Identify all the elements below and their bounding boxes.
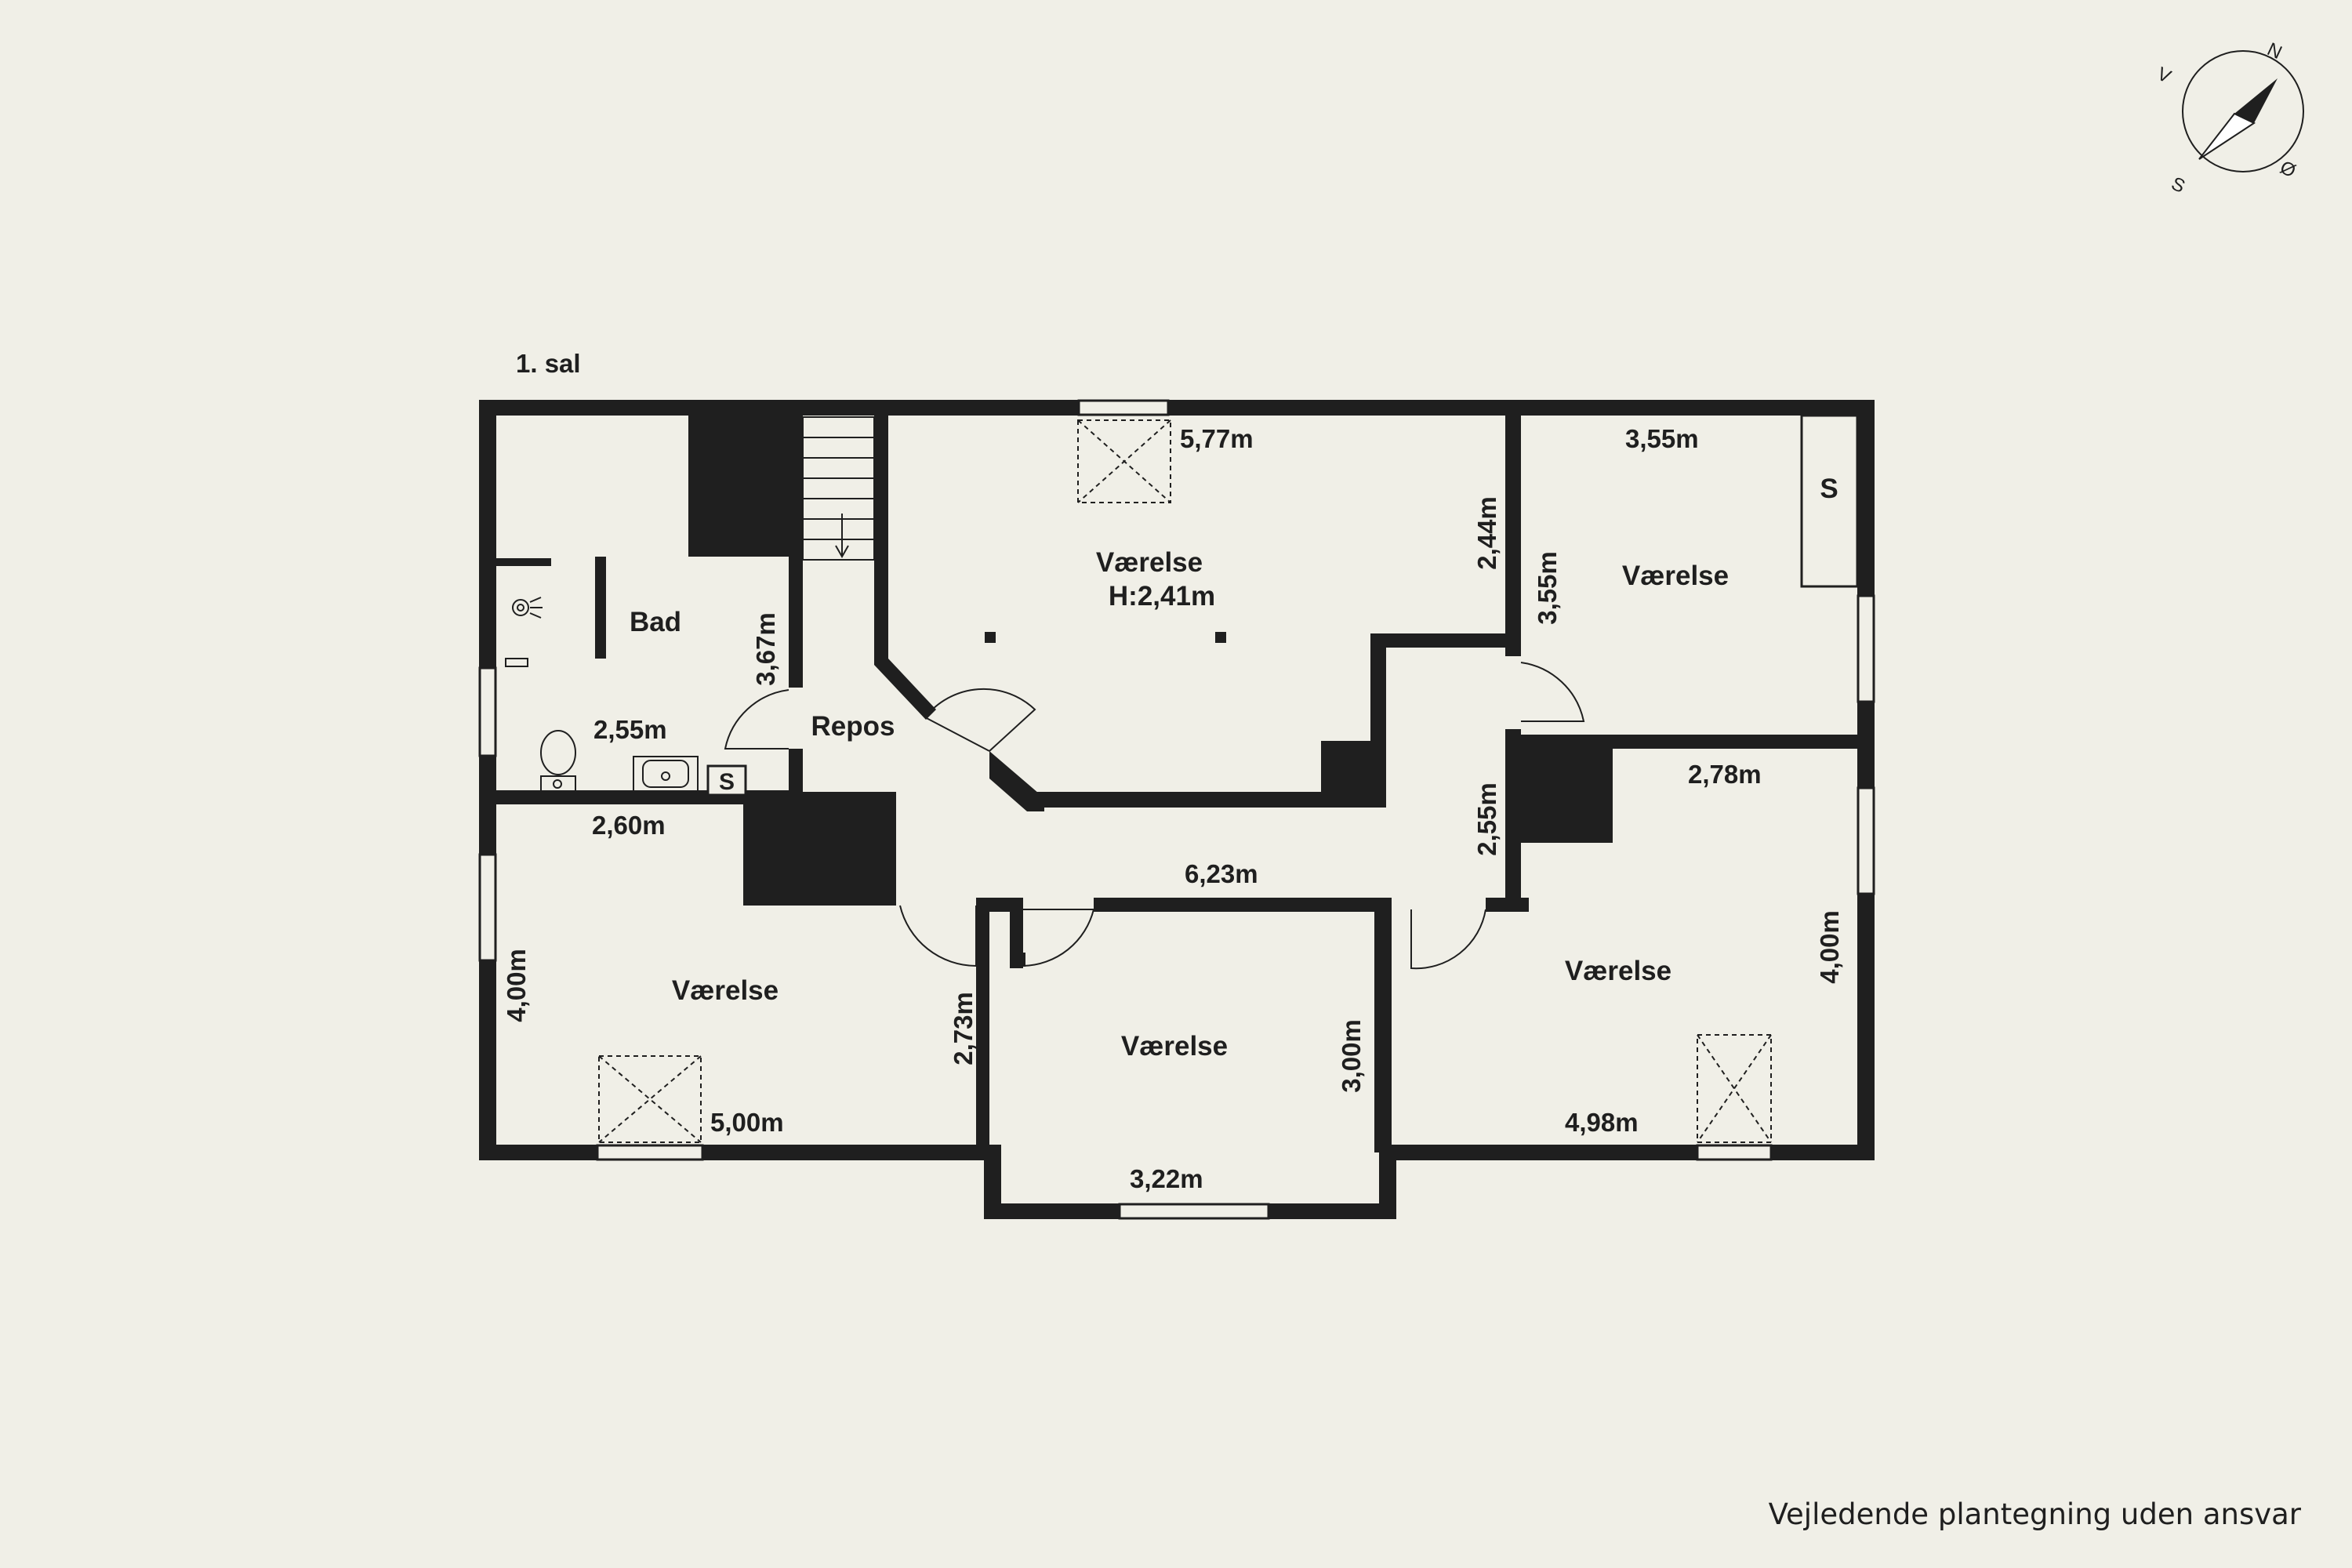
compass-east-label: Ø	[2277, 157, 2299, 182]
dim-300: 3,00m	[1337, 1019, 1366, 1093]
compass-needle-south	[2198, 112, 2256, 160]
interior-walls	[492, 413, 1862, 1152]
compass-south-label: S	[2168, 173, 2188, 198]
dim-577: 5,77m	[1180, 424, 1254, 453]
dim-255-h: 2,55m	[593, 715, 667, 744]
dim-322: 3,22m	[1130, 1164, 1203, 1193]
closet-symbol: S	[719, 769, 735, 795]
dim-400-l: 4,00m	[502, 949, 531, 1022]
dim-260: 2,60m	[592, 811, 666, 840]
columns	[985, 632, 1226, 643]
room-repos: Repos	[811, 711, 895, 742]
dim-500: 5,00m	[710, 1108, 784, 1137]
closet-bad: S	[706, 764, 747, 797]
disclaimer-footer: Vejledende plantegning uden ansvar	[1769, 1497, 2302, 1531]
bathroom-fixtures	[505, 597, 699, 794]
dim-498: 4,98m	[1565, 1108, 1639, 1137]
compass-north-label: N	[2264, 38, 2285, 64]
skylights	[598, 419, 1772, 1143]
dim-367: 3,67m	[751, 612, 780, 686]
dimension-labels: 5,77m 3,55m 2,55m 2,60m 2,78m 6,23m 5,00…	[502, 424, 1844, 1193]
compass: N V Ø S	[2154, 38, 2304, 198]
stairs	[802, 416, 875, 561]
room-vaerelse-top-right: Værelse	[1622, 561, 1729, 591]
dim-244: 2,44m	[1472, 496, 1501, 570]
closet-symbol: S	[1820, 474, 1838, 504]
floor-label: 1. sal	[516, 349, 581, 378]
room-labels: Bad Repos Værelse H:2,41m Værelse Værels…	[630, 547, 1729, 1062]
dim-400-r: 4,00m	[1815, 910, 1844, 984]
closet-top-right: S	[1800, 414, 1859, 588]
chimney-blocks	[688, 413, 790, 557]
dim-355-h: 3,55m	[1625, 424, 1699, 453]
windows	[478, 399, 1875, 1220]
door-swings	[724, 662, 1585, 970]
room-vaerelse-bottom-right: Værelse	[1565, 956, 1671, 986]
room-vaerelse-top: Værelse	[1096, 547, 1203, 578]
dim-273: 2,73m	[949, 992, 978, 1065]
compass-needle-north	[2234, 78, 2278, 123]
room-bad: Bad	[630, 607, 681, 637]
room-vaerelse-bottom-mid: Værelse	[1121, 1031, 1228, 1062]
dim-623: 6,23m	[1185, 859, 1258, 888]
dim-255-v: 2,55m	[1472, 782, 1501, 856]
compass-west-label: V	[2154, 64, 2174, 88]
dim-278: 2,78m	[1688, 760, 1762, 789]
room-vaerelse-bottom-left: Værelse	[672, 975, 779, 1006]
room-vaerelse-top-height: H:2,41m	[1109, 581, 1215, 612]
dim-355-v: 3,55m	[1533, 551, 1562, 625]
compass-ring	[2182, 50, 2304, 172]
